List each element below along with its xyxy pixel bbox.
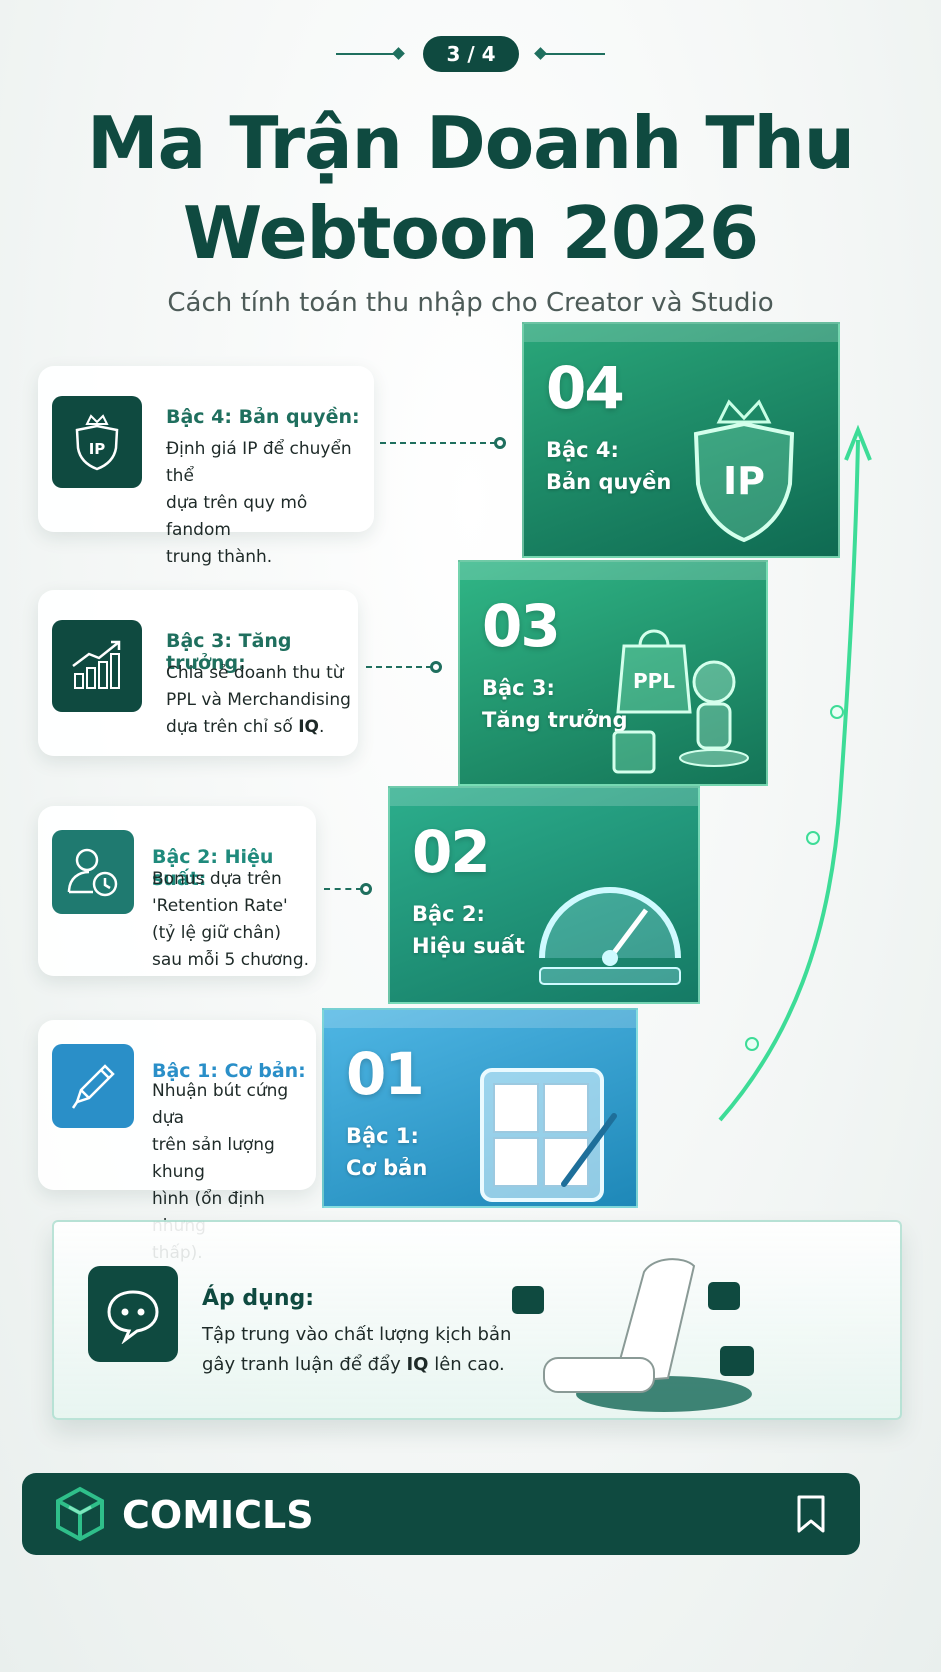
ip-shield-text: IP [723, 459, 765, 503]
title-line-1: Ma Trận Doanh Thu [87, 101, 855, 185]
connector-dot-tier-3 [430, 661, 442, 673]
page-indicator-bar: 3 / 4 [0, 36, 941, 72]
apply-text-b: IQ [406, 1354, 429, 1375]
step-2-block: 02 Bậc 2: Hiệu suất [388, 786, 700, 1004]
step-4-top [524, 324, 838, 342]
apply-text: Tập trung vào chất lượng kịch bản gây tr… [202, 1320, 511, 1380]
indicator-line-left [336, 53, 398, 55]
page-title: Ma Trận Doanh Thu Webtoon 2026 [0, 98, 941, 278]
step-3-number: 03 [482, 592, 561, 660]
step-3-label: Bậc 3: Tăng trưởng [482, 676, 628, 732]
apply-icon-box [88, 1266, 178, 1362]
step-2-top [390, 788, 698, 806]
card-tier-2-text: Bonus dựa trên 'Retention Rate' (tỷ lệ g… [152, 869, 310, 970]
ppl-bag-figure-icon: PPL [612, 629, 749, 774]
growth-chart-icon [72, 640, 121, 689]
connector-tier-3 [366, 666, 432, 668]
apply-text-a: Tập trung vào chất lượng kịch bản gây tr… [202, 1324, 512, 1375]
ppl-bag-text: PPL [633, 669, 675, 693]
step-1-top [324, 1010, 636, 1028]
card-tier-4-icon-box: IP [52, 396, 142, 488]
card-tier-3-title: Bậc 3: Tăng trưởng: [166, 630, 292, 674]
chat-bubble-icon [107, 1290, 159, 1344]
card-tier-3-text-c: . [319, 717, 325, 737]
card-tier-2: Bậc 2: Hiệu suất: Bonus dựa trên 'Retent… [38, 806, 316, 976]
card-tier-3-text: Chia sẻ doanh thu từ PPL và Merchandisin… [166, 660, 351, 741]
growth-arrow-icon [718, 424, 872, 1122]
tablet-sketch-icon [480, 1068, 617, 1202]
pencil-icon [71, 1064, 115, 1109]
step-2-number: 02 [412, 818, 491, 886]
card-tier-2-title: Bậc 2: Hiệu suất: [152, 846, 274, 890]
card-tier-4-title: Bậc 4: Bản quyền: [166, 406, 360, 428]
svg-text:IP: IP [89, 440, 106, 458]
connector-dot-tier-4 [494, 437, 506, 449]
speedometer-icon [539, 887, 681, 985]
step-3-top [460, 562, 766, 580]
apply-platform: Áp dụng: Tập trung vào chất lượng kịch b… [52, 1220, 902, 1420]
card-tier-1: Bậc 1: Cơ bản: Nhuận bút cứng dựa trên s… [38, 1020, 316, 1263]
step-3-block: 03 Bậc 3: Tăng trưởng PPL [458, 560, 768, 786]
card-tier-4-text: Định giá IP để chuyển thể dựa trên quy m… [166, 439, 352, 567]
step-4-block: 04 Bậc 4: Bản quyền IP [522, 322, 840, 558]
card-tier-3-icon-box [52, 620, 142, 712]
card-tier-1-title: Bậc 1: Cơ bản: [152, 1060, 306, 1082]
indicator-line-right [543, 53, 605, 55]
footer-bar: COMICLS [22, 1473, 860, 1555]
card-tier-3-text-b: IQ [298, 717, 319, 737]
card-tier-3-text-a: Chia sẻ doanh thu từ PPL và Merchandisin… [166, 663, 351, 737]
connector-dot-tier-2 [360, 883, 372, 895]
card-tier-4: IP Bậc 4: Bản quyền: Định giá IP để chuy… [38, 366, 374, 567]
comic-scroll-icon [512, 1258, 754, 1412]
card-tier-1-icon-box [52, 1044, 134, 1128]
ip-shield-icon: IP [75, 414, 119, 471]
card-tier-2-icon-box [52, 830, 134, 914]
user-clock-icon [67, 848, 118, 897]
step-4-label: Bậc 4: Bản quyền [546, 438, 672, 494]
card-tier-3: Bậc 3: Tăng trưởng: Chia sẻ doanh thu từ… [38, 590, 358, 756]
ip-shield-crown-icon: IP [693, 399, 795, 543]
page-indicator: 3 / 4 [423, 36, 519, 72]
apply-title: Áp dụng: [202, 1286, 315, 1311]
bookmark-icon[interactable] [796, 1495, 826, 1533]
step-2-label: Bậc 2: Hiệu suất [412, 902, 525, 958]
brand-name: COMICLS [122, 1493, 314, 1537]
comicls-logo-icon [56, 1486, 104, 1542]
title-line-2: Webtoon 2026 [182, 191, 759, 275]
apply-text-c: lên cao. [428, 1354, 505, 1375]
connector-tier-2 [324, 888, 362, 890]
step-1-label: Bậc 1: Cơ bản [346, 1124, 428, 1180]
step-4-number: 04 [546, 354, 625, 422]
step-1-block: 01 Bậc 1: Cơ bản [322, 1008, 638, 1208]
page-subtitle: Cách tính toán thu nhập cho Creator và S… [167, 288, 774, 318]
connector-tier-4 [380, 442, 496, 444]
step-1-number: 01 [346, 1040, 425, 1108]
indicator-diamond-left [392, 47, 405, 60]
